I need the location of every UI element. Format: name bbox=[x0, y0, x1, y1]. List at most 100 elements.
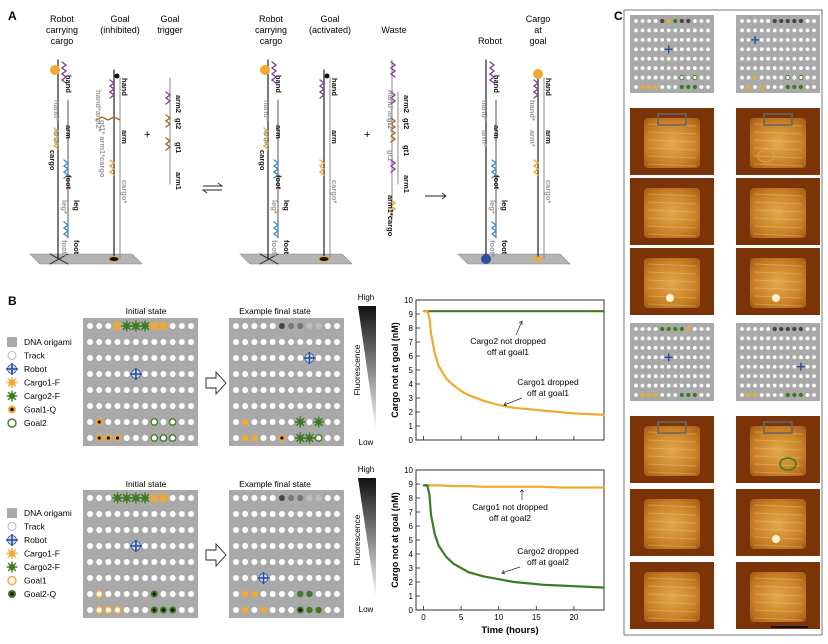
track-site bbox=[251, 339, 258, 345]
track-site bbox=[142, 543, 149, 549]
quencher-dot bbox=[97, 436, 101, 440]
legend-label-track: Track bbox=[24, 351, 46, 361]
mini-track-site bbox=[640, 56, 645, 61]
mini-track-site bbox=[805, 28, 810, 33]
title-goal-trigger-a: Goal bbox=[160, 14, 179, 24]
mini-track-site bbox=[772, 393, 777, 397]
track-site bbox=[334, 591, 340, 597]
track-site bbox=[87, 435, 93, 441]
quencher-dot bbox=[152, 608, 156, 612]
mini-track-site bbox=[660, 355, 665, 360]
goal1-trigger-helix bbox=[95, 116, 121, 121]
legend-label-cargo1-f: Cargo1-F bbox=[24, 378, 60, 388]
mini-track-site bbox=[740, 327, 744, 331]
mini-site bbox=[660, 326, 665, 332]
mini-track-site bbox=[686, 66, 691, 71]
track-site bbox=[105, 559, 112, 565]
track-site bbox=[96, 543, 103, 549]
mini-site bbox=[653, 392, 658, 398]
mini-track-site bbox=[812, 85, 816, 89]
afm-texture-line bbox=[647, 163, 697, 167]
strand-label-arm: arm bbox=[120, 130, 129, 144]
afm-texture-line bbox=[753, 139, 803, 143]
strand-label-gt1: gt1 bbox=[402, 145, 411, 156]
track-site bbox=[324, 339, 331, 345]
mini-track-site bbox=[759, 374, 764, 379]
afm-texture-line bbox=[647, 504, 697, 508]
afm-highlight-box bbox=[763, 113, 793, 126]
strand-label-cargo-star: cargo* bbox=[120, 180, 129, 203]
mini-site bbox=[798, 84, 804, 90]
track-site bbox=[142, 559, 149, 565]
filled-cargo1-site bbox=[241, 590, 249, 598]
track-site bbox=[251, 403, 258, 409]
track-site bbox=[123, 419, 130, 425]
goal2-site bbox=[314, 434, 323, 442]
y-tick-label: 6 bbox=[409, 352, 414, 361]
annotation-cargo1-dropped-a: Cargo1 dropped bbox=[517, 377, 579, 387]
track-site bbox=[233, 607, 239, 613]
afm-texture-line bbox=[753, 520, 803, 524]
mini-track-site bbox=[693, 37, 697, 42]
cargo1-marker bbox=[148, 320, 160, 332]
mini-site bbox=[785, 18, 790, 24]
mini-track-site bbox=[699, 66, 704, 71]
mini-track-site bbox=[772, 28, 777, 33]
track-site bbox=[151, 387, 158, 393]
mini-track-site bbox=[779, 336, 784, 341]
strand-label-foot-star: foot* bbox=[60, 240, 69, 257]
cargo1-marker bbox=[157, 492, 169, 504]
mini-track-site bbox=[647, 75, 651, 80]
cargo2-swatch-icon bbox=[6, 390, 18, 402]
afm-texture-line bbox=[753, 601, 803, 605]
mini-track-site bbox=[740, 355, 744, 360]
track-site bbox=[269, 355, 276, 361]
y-tick-label: 8 bbox=[409, 494, 414, 503]
mini-track-site bbox=[666, 364, 671, 369]
mini-track-site bbox=[647, 345, 651, 350]
empty-cargo-site bbox=[306, 495, 313, 501]
mini-track-site bbox=[805, 37, 810, 42]
track-site bbox=[188, 511, 194, 517]
mini-track-site bbox=[693, 56, 697, 61]
robot2-foot-helix bbox=[272, 159, 280, 179]
track-site bbox=[233, 543, 239, 549]
data-point-cargo1 bbox=[497, 404, 500, 406]
track-site bbox=[188, 559, 194, 565]
goal-trigger-gt2-helix bbox=[164, 114, 172, 128]
mini-track-site bbox=[634, 364, 638, 369]
mini-track-site bbox=[653, 56, 658, 61]
mini-track-site bbox=[799, 56, 803, 61]
mini-track-site bbox=[653, 47, 658, 52]
mini-track-site bbox=[673, 374, 678, 379]
title-waste: Waste bbox=[381, 25, 406, 35]
mini-track-site bbox=[706, 75, 710, 80]
legend-goal2-experiment: DNA origamiTrackRobotCargo1-FCargo2-FGoa… bbox=[6, 508, 72, 599]
track-site bbox=[297, 403, 304, 409]
mini-track-site bbox=[792, 66, 797, 71]
afm-texture-line bbox=[647, 512, 697, 516]
data-point-cargo2 bbox=[452, 310, 455, 313]
mini-track-site bbox=[679, 374, 684, 379]
sun-core bbox=[306, 435, 313, 441]
data-point-cargo2 bbox=[422, 484, 425, 487]
track-site bbox=[169, 339, 176, 345]
mini-site bbox=[686, 84, 691, 90]
track-site bbox=[269, 387, 276, 393]
cargo2-marker bbox=[313, 416, 325, 428]
mini-track-site bbox=[785, 66, 790, 71]
track-site bbox=[132, 355, 139, 361]
mini-track-site bbox=[686, 374, 691, 379]
mini-track-site bbox=[766, 336, 771, 341]
mini-track-site bbox=[779, 383, 784, 388]
mini-track-site bbox=[679, 364, 684, 369]
track-site bbox=[160, 403, 167, 409]
mini-site bbox=[666, 18, 671, 24]
strand-label-gt1-star: gt1* bbox=[386, 150, 395, 164]
mini-site bbox=[772, 326, 777, 332]
afm-texture-line bbox=[753, 504, 803, 508]
track-site bbox=[297, 355, 304, 361]
afm-origami-tile bbox=[644, 118, 700, 168]
afm-origami-tile bbox=[750, 188, 806, 238]
mini-track-site bbox=[740, 75, 744, 80]
